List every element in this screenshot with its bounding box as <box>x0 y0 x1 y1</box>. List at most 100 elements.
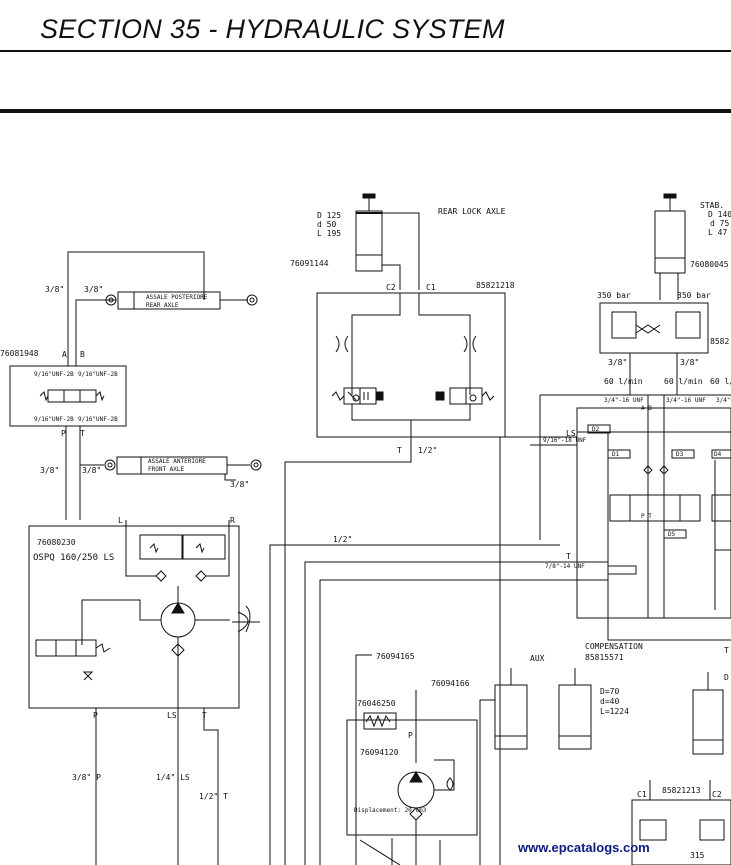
stab-size-left: 3/8" <box>608 358 627 367</box>
front-axle-size-2: 3/8" <box>82 466 101 475</box>
stab-unf-3: 3/4" <box>716 397 730 404</box>
stab-spec-d: D 140 <box>708 210 731 219</box>
right-cylinder-spec: D <box>724 673 729 682</box>
rear-axle-label-it: ASSALE POSTERIORE <box>146 294 208 301</box>
stab-unf-2: 3/4"-16 UNF <box>666 397 706 404</box>
stab-valve-part: 8582 <box>710 337 729 346</box>
steering-unit <box>28 520 260 709</box>
aux-label: AUX <box>530 654 545 663</box>
left-valve-port-b: B <box>80 350 85 359</box>
stab-ab-label: A B <box>641 405 652 412</box>
stab-unf-bottom: 7/8"-14 UNF <box>545 563 585 570</box>
rear-lock-cyl-spec-d: D 125 <box>317 211 341 220</box>
distribution-manifold <box>539 394 731 619</box>
rear-lock-port-t: T <box>397 446 402 455</box>
header-thick-rule <box>0 109 731 113</box>
stab-d2: D2 <box>592 426 600 433</box>
pump-displacement: Displacement: 20 cm3 <box>354 807 427 814</box>
pump-port-p: P <box>408 731 413 740</box>
steering-unit-port-t: T <box>202 711 207 720</box>
steering-unit-model: OSPQ 160/250 LS <box>33 553 114 563</box>
stab-ls-label: LS <box>566 429 576 438</box>
compensation-label: COMPENSATION <box>585 642 643 651</box>
front-axle-cylinder <box>104 456 262 481</box>
pump-part-1: 76094165 <box>376 652 415 661</box>
left-valve-part: 76081948 <box>0 349 39 358</box>
stab-flow-3: 60 l/ <box>710 377 731 386</box>
front-axle-size-1: 3/8" <box>40 466 59 475</box>
compensation-spec-l: L=1224 <box>600 707 629 716</box>
rear-lock-axle-title: REAR LOCK AXLE <box>438 207 506 216</box>
stab-pressure-left: 350 bar <box>597 291 631 300</box>
t-line-label: 1/2" T <box>199 792 228 801</box>
rear-lock-port-c1: C1 <box>426 283 436 292</box>
stab-flow-2: 60 l/min <box>664 377 703 386</box>
left-valve-unf-bottom-p: 9/16"UNF-2B <box>34 416 74 423</box>
front-axle-label-en: FRONT AXLE <box>148 466 185 473</box>
left-valve-unf-bottom-t: 9/16"UNF-2B <box>78 416 118 423</box>
steering-unit-port-p: P <box>93 711 98 720</box>
ls-line-label: 1/4" LS <box>156 773 190 782</box>
steering-unit-port-l: L <box>118 516 123 525</box>
stab-d5: D5 <box>668 531 676 538</box>
stab-d3: D3 <box>676 451 684 458</box>
steering-unit-port-ls: LS <box>167 711 177 720</box>
front-axle-size-3: 3/8" <box>230 480 249 489</box>
rear-lock-cyl-spec-rod: d 50 <box>317 220 336 229</box>
header-rule <box>0 50 731 52</box>
rear-lock-valve-part: 85821218 <box>476 281 515 290</box>
compensation-part: 85815571 <box>585 653 624 662</box>
page-title: SECTION 35 - HYDRAULIC SYSTEM <box>40 14 505 44</box>
stab-t-label: T <box>566 552 571 561</box>
compensation-cylinder <box>558 668 592 750</box>
stab-flow-1: 60 l/min <box>604 377 643 386</box>
right-cylinder <box>692 672 724 755</box>
pump-filter-part: 76046250 <box>357 699 396 708</box>
stab-part: 76080045 <box>690 260 729 269</box>
stab-unf-1: 3/4"-16 UNF <box>604 397 644 404</box>
stab-d4: D4 <box>714 451 722 458</box>
stab-title: STAB. <box>700 201 724 210</box>
stab-pressure-right: 350 bar <box>677 291 711 300</box>
left-valve-unf-top-b: 9/16"UNF-2B <box>78 371 118 378</box>
watermark: www.epcatalogs.com <box>517 840 650 855</box>
rear-axle-cylinder <box>105 291 258 310</box>
bottom-valve-port-c2: C2 <box>712 790 722 799</box>
p-line-label: 3/8" P <box>72 773 101 782</box>
pump-unit <box>346 654 478 865</box>
bottom-valve-port-c1: C1 <box>637 790 647 799</box>
bottom-valve-block <box>631 780 731 865</box>
stab-valve-block <box>599 302 709 354</box>
half-inch-line-label: 1/2" <box>333 535 352 544</box>
pump-part: 76094120 <box>360 748 399 757</box>
steering-unit-port-r: R <box>230 516 235 525</box>
stab-spec-rod: d 75 <box>710 219 729 228</box>
compensation-spec-d: D=70 <box>600 687 619 696</box>
stab-pt-label: P T <box>641 513 652 520</box>
left-valve-port-t: T <box>80 429 85 438</box>
steering-unit-part: 76080230 <box>37 538 76 547</box>
pump-part-2: 76094166 <box>431 679 470 688</box>
stab-unf-left: 9/16"-18 UNF <box>543 437 587 444</box>
left-valve-unf-top-a: 9/16"UNF-2B <box>34 371 74 378</box>
stab-size-right: 3/8" <box>680 358 699 367</box>
bottom-valve-part: 85821213 <box>662 786 701 795</box>
rear-lock-cyl-spec-l: L 195 <box>317 229 341 238</box>
rear-lock-cyl-part: 76091144 <box>290 259 329 268</box>
right-cylinder-label: T <box>724 646 729 655</box>
stab-d1: D1 <box>612 451 620 458</box>
left-valve-port-p: P <box>61 429 66 438</box>
compensation-spec-rod: d=40 <box>600 697 619 706</box>
left-valve-size-1: 3/8" <box>45 285 64 294</box>
aux-cylinder <box>479 668 528 865</box>
bottom-valve-size: 315 <box>690 851 705 860</box>
left-valve-size-2: 3/8" <box>84 285 103 294</box>
left-valve-port-a: A <box>62 350 67 359</box>
rear-lock-valve-block <box>316 292 506 438</box>
rear-lock-port-c2: C2 <box>386 283 396 292</box>
rear-axle-label-en: REAR AXLE <box>146 302 179 309</box>
rear-lock-port-size: 1/2" <box>418 446 437 455</box>
front-axle-label-it: ASSALE ANTERIORE <box>148 458 206 465</box>
stab-spec-l: L 47 <box>708 228 727 237</box>
